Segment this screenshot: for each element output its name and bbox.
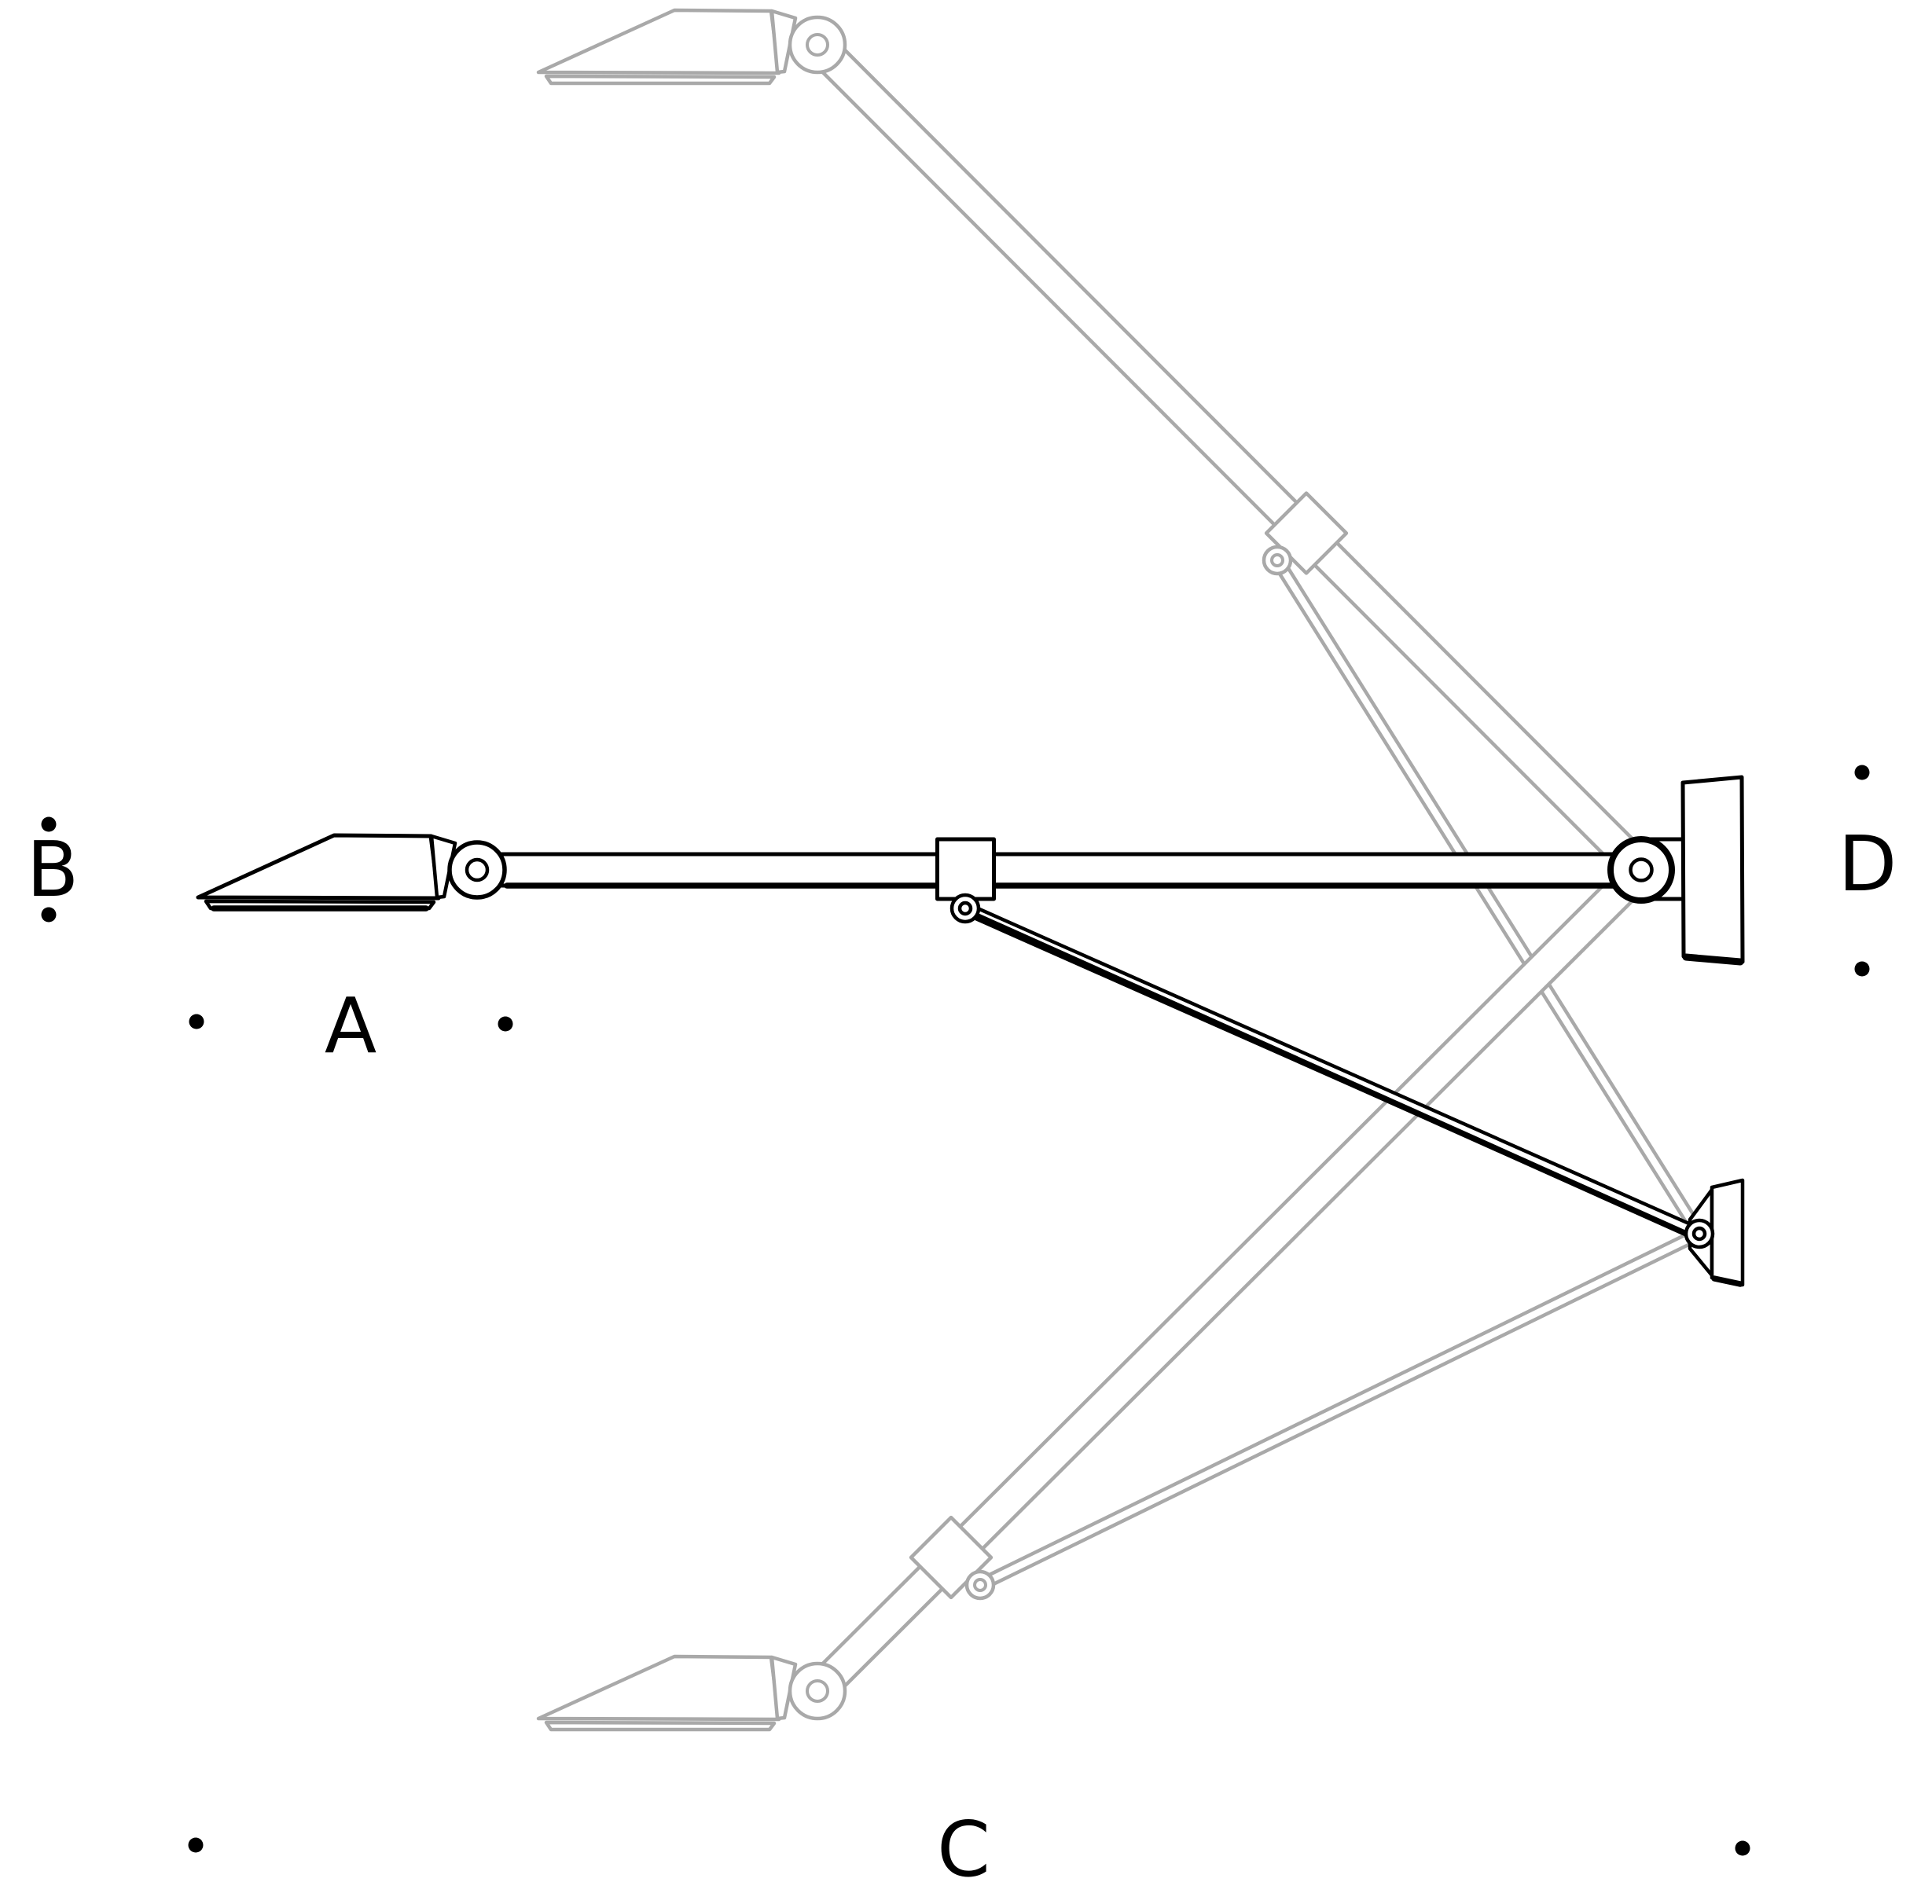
dot-right-of-A[interactable] <box>498 1016 513 1032</box>
position-label-D[interactable]: D <box>1838 820 1897 908</box>
dot-left-of-A[interactable] <box>189 1014 204 1029</box>
lamp-main-position <box>196 833 1703 1241</box>
small-counterweight-plate <box>1710 1178 1745 1287</box>
ghost-up-lamp-head <box>536 8 847 86</box>
dot-bottom-left[interactable] <box>188 1837 204 1853</box>
ghost-down-head-shade <box>536 1654 781 1722</box>
main-slider-block <box>935 837 996 901</box>
main-head-shade <box>196 833 441 901</box>
large-plate-shade-edge <box>1682 953 1744 966</box>
dot-bottom-right[interactable] <box>1735 1840 1750 1856</box>
main-pivot-hole-icon <box>1629 857 1654 882</box>
main-lamp-head <box>196 833 507 912</box>
large-counterweight-plate <box>1680 775 1745 964</box>
ghost-up-head-bracket <box>769 9 798 75</box>
ghost-down-lamp-head <box>536 1654 847 1732</box>
ghost-up-head-shade <box>536 8 781 75</box>
ghost-up-head-lip <box>544 74 777 86</box>
ghost-down-head-pivot-hole-icon <box>806 1679 829 1703</box>
lamp-ghost-up <box>536 8 1706 1238</box>
ghost-down-head-lip <box>544 1720 777 1732</box>
dot-below-D[interactable] <box>1854 961 1870 977</box>
position-label-A[interactable]: A <box>325 981 376 1070</box>
position-label-B[interactable]: B <box>27 825 79 914</box>
annotations: A B C D <box>27 765 1897 1894</box>
small-weight-pivot-hole-icon <box>1691 1226 1707 1242</box>
main-arm <box>475 852 1644 888</box>
main-head-bracket <box>429 834 457 900</box>
main-rod-shade-edge <box>967 909 1695 1240</box>
dot-above-B[interactable] <box>41 816 57 832</box>
main-rod-pivot-hole-icon <box>957 901 973 916</box>
ghost-up-arm <box>804 31 1655 883</box>
ghost-up-rod-pivot-hole-icon <box>1270 553 1284 567</box>
ghost-up-head-pivot-hole-icon <box>806 33 829 57</box>
main-head-pivot-hole-icon <box>465 857 490 882</box>
small-plate-shade-edge <box>1711 1275 1743 1287</box>
ghost-down-rod-pivot-hole-icon <box>973 1578 987 1592</box>
position-label-C[interactable]: C <box>937 1805 990 1894</box>
fixed-base-parts <box>1607 775 1745 1287</box>
lamp-ghost-down <box>536 857 1704 1732</box>
dot-below-B[interactable] <box>41 907 57 923</box>
dot-above-D[interactable] <box>1854 765 1870 780</box>
ghost-down-head-bracket <box>769 1655 798 1721</box>
